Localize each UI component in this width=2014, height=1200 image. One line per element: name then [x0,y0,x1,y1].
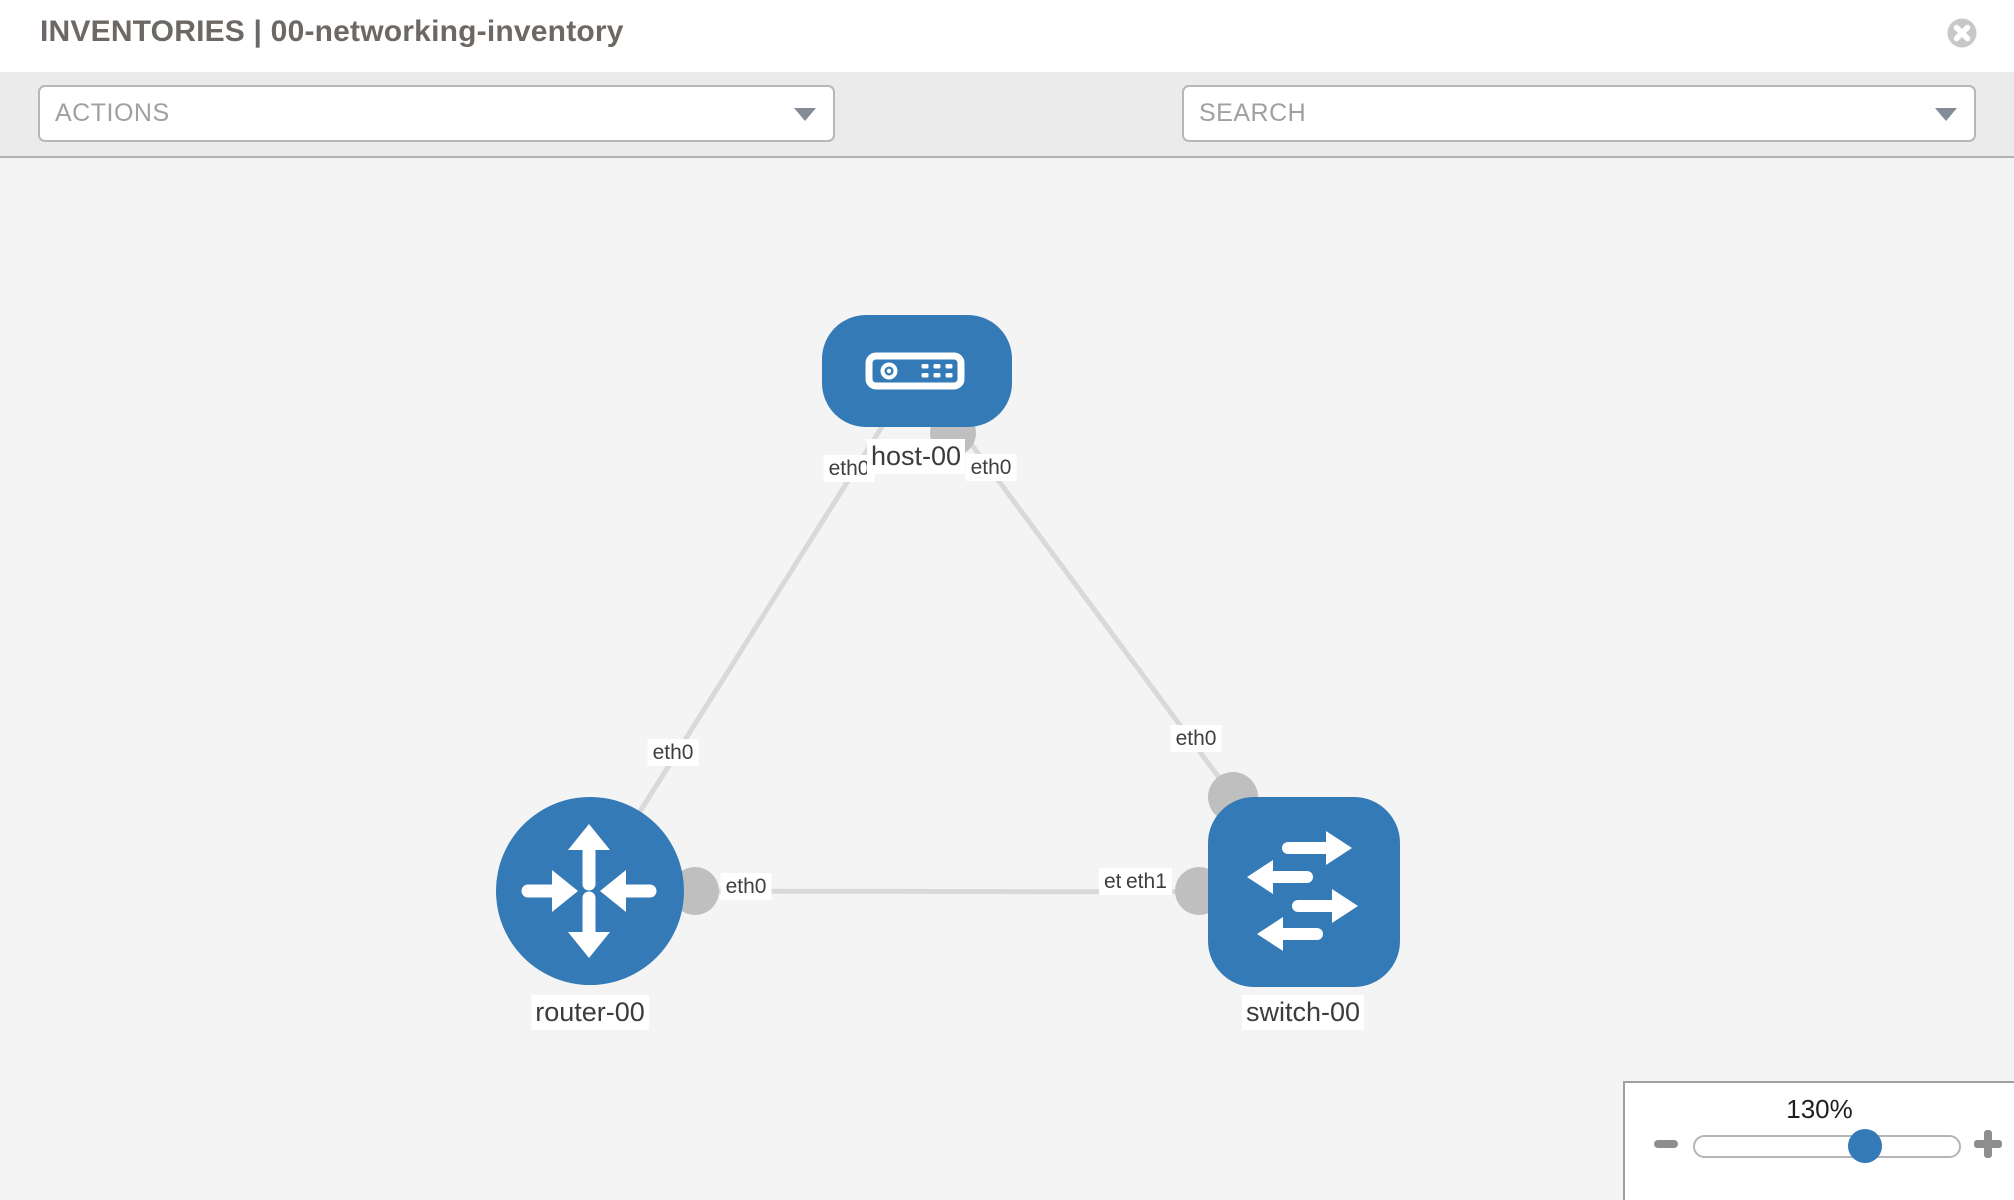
zoom-slider-track[interactable] [1693,1135,1961,1158]
switch-icon [1247,831,1358,951]
interface-label: eth0 [647,739,699,766]
node-host-00[interactable] [822,315,1012,427]
interface-label: eth0 [965,454,1017,481]
node-switch-00[interactable] [1208,797,1400,987]
search-input[interactable] [1199,89,1909,138]
zoom-in-button[interactable] [1967,1127,2007,1161]
zoom-panel: 130% [1623,1081,2014,1200]
host-node-label: host-00 [866,439,966,474]
search-dropdown[interactable] [1182,85,1976,142]
header: INVENTORIES | 00-networking-inventory [0,0,2014,72]
toolbar: ACTIONS [0,72,2014,203]
close-icon [1947,18,1977,48]
actions-dropdown-label: ACTIONS [55,99,170,127]
interface-label: eth0 [720,873,772,900]
interface-label: eth0 [1170,725,1222,752]
plus-icon [1974,1130,2002,1158]
topology-svg [496,315,1400,987]
zoom-out-button[interactable] [1646,1127,1686,1161]
page-title: INVENTORIES | 00-networking-inventory [40,15,624,48]
router-icon [521,824,657,958]
chevron-down-icon [1935,107,1957,121]
zoom-slider-thumb[interactable] [1848,1129,1882,1163]
host-icon [865,352,965,390]
chevron-down-icon [794,107,816,121]
actions-dropdown[interactable]: ACTIONS [38,85,835,142]
minus-icon [1654,1140,1678,1148]
interface-label: eth0 [823,455,875,482]
zoom-level: 130% [1786,1094,1853,1124]
node-router-00[interactable] [496,797,684,985]
router-node-label: router-00 [531,995,649,1030]
close-button[interactable] [1945,16,1979,50]
interface-label: eth1 [1121,868,1172,895]
topology-canvas[interactable] [0,158,2014,1200]
switch-node-label: switch-00 [1241,995,1365,1030]
